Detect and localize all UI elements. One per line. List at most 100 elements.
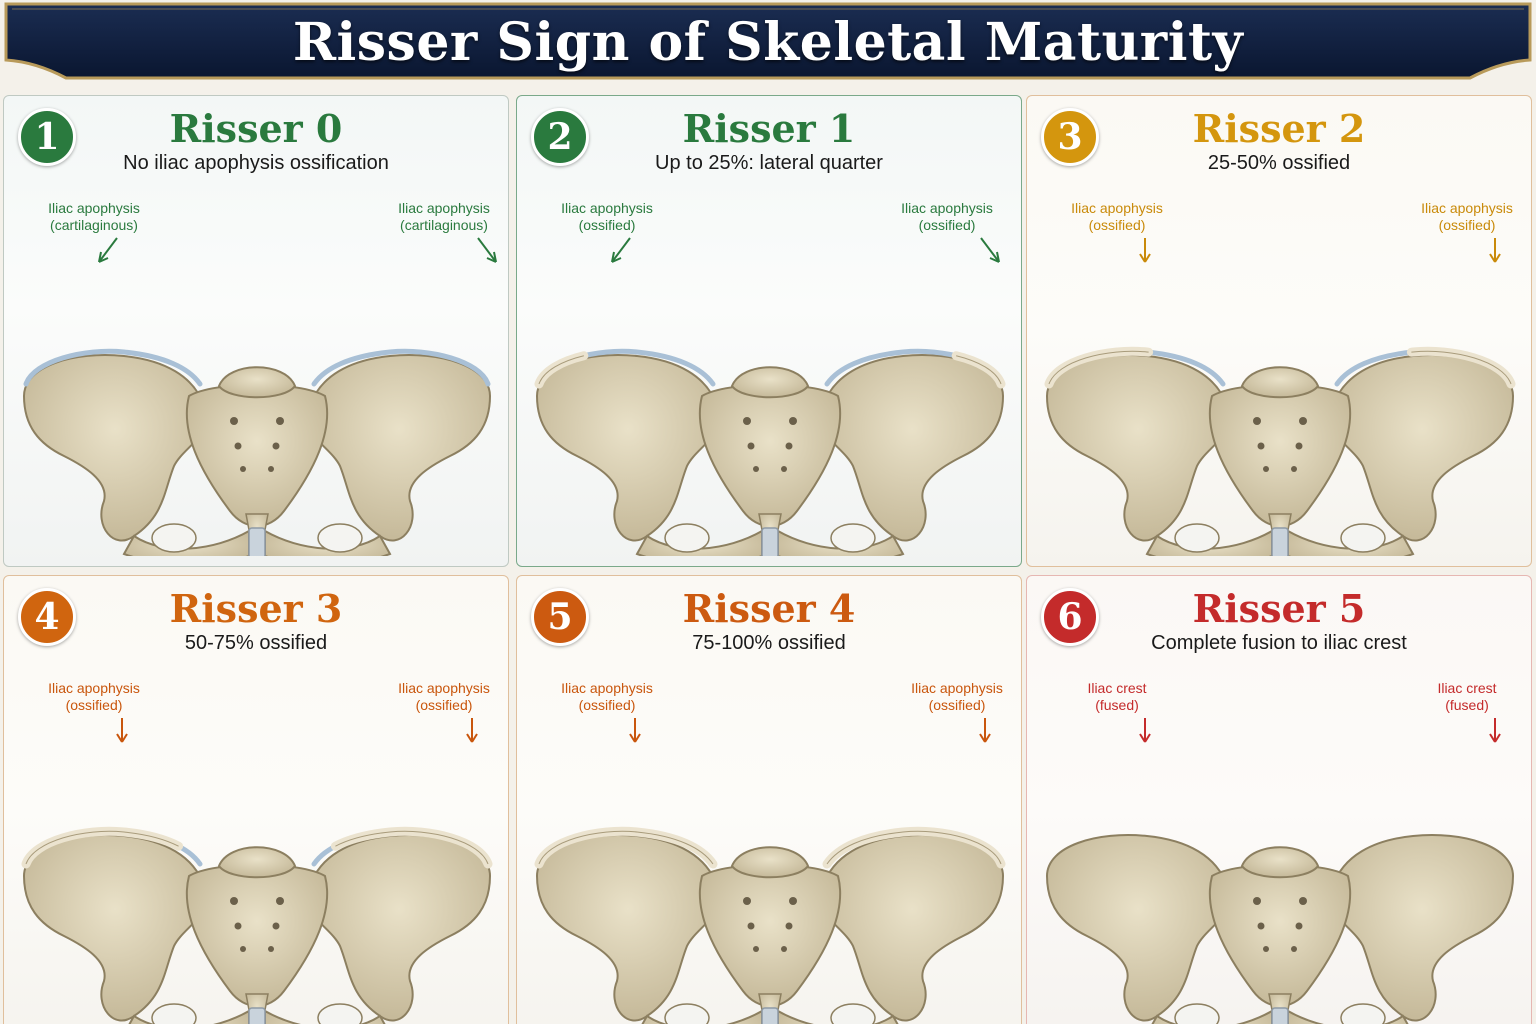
right-pubic-ramus: [777, 1009, 899, 1024]
right-callout: Iliac crest (fused): [1397, 680, 1531, 750]
arrow-icon: [1139, 238, 1151, 263]
stage-title: Risser 3: [169, 586, 343, 631]
pelvis-figure: [14, 736, 500, 1024]
left-callout: Iliac apophysis (ossified): [24, 680, 164, 750]
sacrum: [698, 863, 842, 1007]
right-callout-sub: (fused): [1445, 697, 1489, 713]
left-obturator-foramen: [664, 523, 710, 553]
stage-number-badge: 6: [1041, 588, 1099, 646]
right-obturator-foramen: [317, 1003, 363, 1024]
vertebra: [217, 366, 297, 399]
left-ossified-apophysis-edge: [1048, 350, 1224, 385]
page-title: Risser Sign of Skeletal Maturity: [292, 12, 1244, 73]
left-obturator-foramen: [151, 523, 197, 553]
pubic-symphysis: [248, 1007, 266, 1024]
vertebra: [1240, 846, 1320, 879]
stage-title: Risser 5: [1192, 586, 1366, 631]
right-callout: Iliac apophysis (ossified): [1397, 200, 1531, 270]
arrow-icon: [611, 237, 631, 263]
right-ilium: [307, 834, 492, 1022]
stage-title: Risser 0: [169, 106, 343, 151]
left-callout-sub: (ossified): [65, 697, 123, 713]
stage-title: Risser 2: [1192, 106, 1366, 151]
title-banner: Risser Sign of Skeletal Maturity: [0, 0, 1536, 92]
pelvis-illustration: [21, 826, 493, 1024]
right-callout-sub: (ossified): [928, 697, 986, 713]
left-callout-sub: (cartilaginous): [50, 217, 138, 233]
left-callout: Iliac apophysis (ossified): [1047, 200, 1187, 270]
vertebra: [730, 846, 810, 879]
pelvis-figure: [527, 256, 1013, 566]
right-callout-label: Iliac apophysis: [398, 200, 490, 216]
left-callout-sub: (fused): [1095, 697, 1139, 713]
left-callout-sub: (ossified): [1088, 217, 1146, 233]
right-callout-sub: (ossified): [918, 217, 976, 233]
right-ilium: [820, 354, 1005, 542]
left-callout-label: Iliac apophysis: [1071, 200, 1163, 216]
left-crest-cartilage: [23, 348, 203, 387]
right-obturator-foramen: [1340, 1003, 1386, 1024]
pelvis-figure: [14, 256, 500, 566]
left-callout: Iliac apophysis (cartilaginous): [24, 200, 164, 270]
pelvis-figure: [1037, 256, 1523, 566]
sacrum: [1208, 383, 1352, 527]
right-ossified-apophysis-edge: [826, 830, 1002, 865]
right-ilium: [1330, 834, 1515, 1022]
pelvis-illustration: [534, 346, 1006, 566]
left-callout-label: Iliac apophysis: [561, 680, 653, 696]
pelvis-illustration: [1044, 346, 1516, 566]
pelvis-illustration: [534, 826, 1006, 1024]
pubic-symphysis: [761, 527, 779, 559]
right-pubic-ramus: [264, 1009, 386, 1024]
left-callout: Iliac apophysis (ossified): [537, 680, 677, 750]
right-callout-sub: (ossified): [415, 697, 473, 713]
pubic-symphysis: [248, 527, 266, 559]
left-callout-label: Iliac crest: [1087, 680, 1147, 696]
banner-shape: [4, 2, 1532, 80]
stage-number-badge: 5: [531, 588, 589, 646]
right-obturator-foramen: [317, 523, 363, 553]
right-obturator-foramen: [830, 523, 876, 553]
left-ilium: [22, 354, 207, 542]
stage-title: Risser 1: [682, 106, 856, 151]
left-ilium: [22, 834, 207, 1022]
left-ossified-apophysis-edge: [538, 830, 714, 865]
right-callout-sub: (cartilaginous): [400, 217, 488, 233]
left-ilium: [535, 354, 720, 542]
sacrum: [698, 383, 842, 527]
stage-panel-1: 1 Risser 0 No iliac apophysis ossificati…: [3, 95, 509, 567]
right-ossified-apophysis-edge: [313, 830, 489, 865]
right-ossified-apophysis-edge: [1336, 350, 1512, 385]
sacrum: [185, 383, 329, 527]
right-callout: Iliac apophysis (ossified): [887, 680, 1021, 750]
arrow-icon: [116, 718, 128, 743]
right-callout: Iliac apophysis (ossified): [374, 680, 508, 750]
sacrum: [185, 863, 329, 1007]
left-obturator-foramen: [151, 1003, 197, 1024]
left-ilium: [535, 834, 720, 1022]
left-callout-label: Iliac apophysis: [48, 680, 140, 696]
left-obturator-foramen: [1174, 1003, 1220, 1024]
stage-subtitle: Up to 25%: lateral quarter: [655, 152, 883, 174]
left-pubic-ramus: [128, 1009, 250, 1024]
arrow-icon: [629, 718, 641, 743]
left-ilium: [1045, 834, 1230, 1022]
left-obturator-foramen: [1174, 523, 1220, 553]
stage-number-badge: 3: [1041, 108, 1099, 166]
left-ossified-apophysis-edge: [25, 830, 201, 865]
arrow-icon: [466, 718, 478, 743]
stage-panel-5: 5 Risser 4 75-100% ossified Iliac apophy…: [516, 575, 1022, 1024]
pubic-symphysis: [761, 1007, 779, 1024]
right-ilium: [307, 354, 492, 542]
left-callout-label: Iliac apophysis: [561, 200, 653, 216]
vertebra: [1240, 366, 1320, 399]
right-ilium: [820, 834, 1005, 1022]
vertebra: [730, 366, 810, 399]
right-callout: Iliac apophysis (cartilaginous): [374, 200, 508, 270]
stage-subtitle: Complete fusion to iliac crest: [1151, 632, 1407, 654]
left-pubic-ramus: [1151, 1009, 1273, 1024]
arrow-icon: [979, 718, 991, 743]
left-callout: Iliac apophysis (ossified): [537, 200, 677, 270]
stage-number-badge: 2: [531, 108, 589, 166]
stage-number-badge: 1: [18, 108, 76, 166]
